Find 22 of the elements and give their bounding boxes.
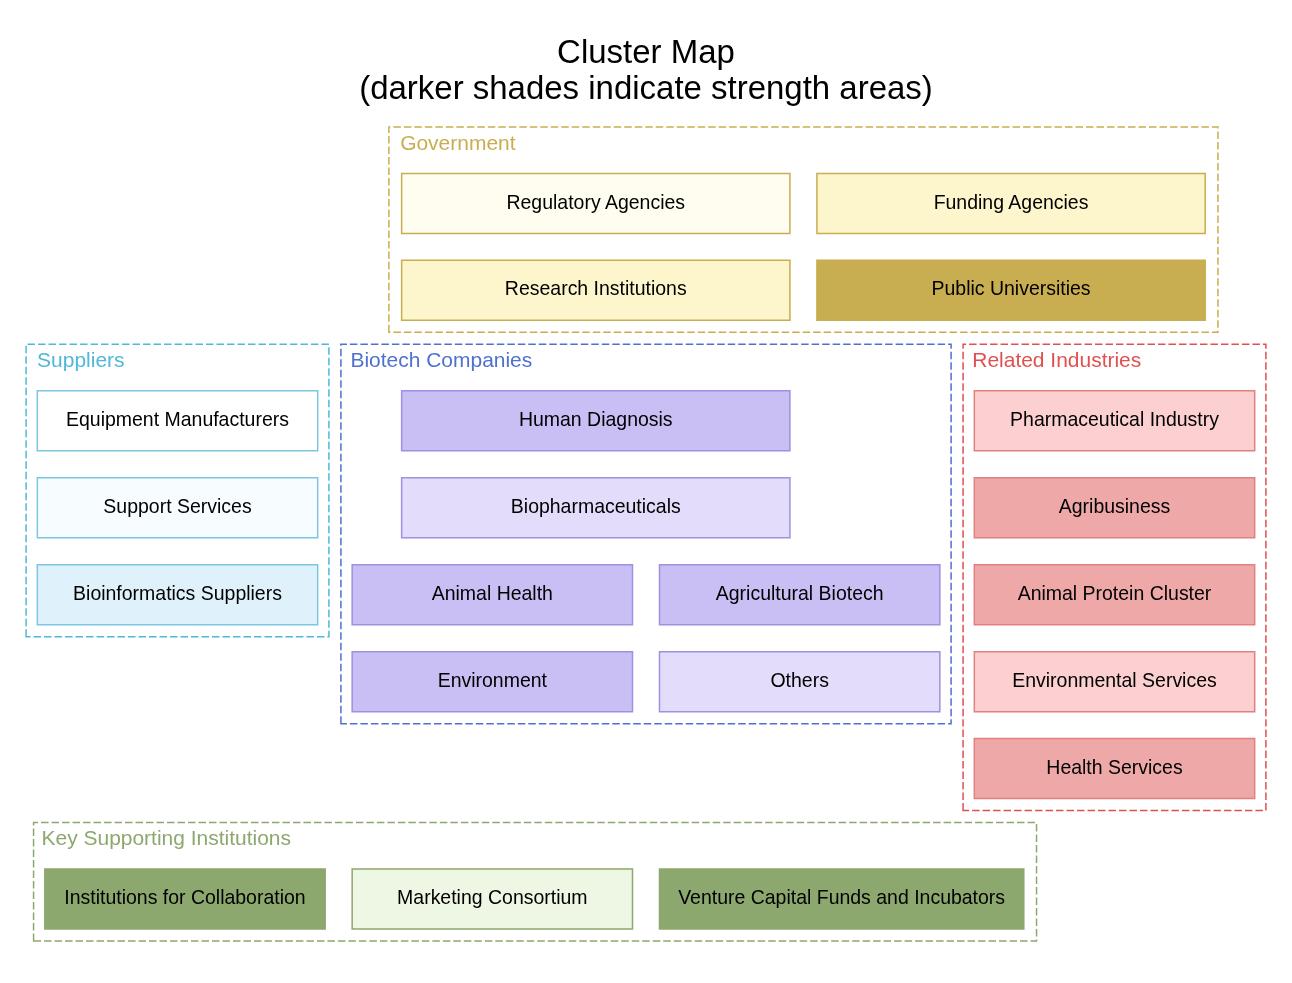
node-box: Environmental Services (973, 650, 1256, 712)
node-box: Pharmaceutical Industry (973, 389, 1256, 451)
node-box: Equipment Manufacturers (36, 389, 319, 451)
node-box: Others (658, 650, 941, 712)
node-box: Environment (351, 650, 634, 712)
node-box: Bioinformatics Suppliers (36, 563, 319, 625)
node-box: Public Universities (816, 259, 1206, 321)
diagram-title: Cluster Map (557, 32, 735, 70)
node-box: Agribusiness (973, 476, 1256, 538)
node-box: Regulatory Agencies (400, 172, 791, 234)
node-box: Funding Agencies (816, 172, 1206, 234)
node-box: Support Services (36, 476, 319, 538)
node-box: Marketing Consortium (351, 867, 634, 930)
node-box: Human Diagnosis (400, 389, 791, 451)
node-box: Animal Health (351, 563, 634, 625)
node-box: Agricultural Biotech (658, 563, 941, 625)
node-box: Health Services (973, 737, 1256, 799)
node-box: Venture Capital Funds and Incubators (658, 867, 1025, 930)
node-box: Research Institutions (400, 259, 791, 321)
node-box: Biopharmaceuticals (400, 476, 791, 538)
node-box: Institutions for Collaboration (44, 867, 326, 930)
node-box: Animal Protein Cluster (973, 563, 1256, 625)
